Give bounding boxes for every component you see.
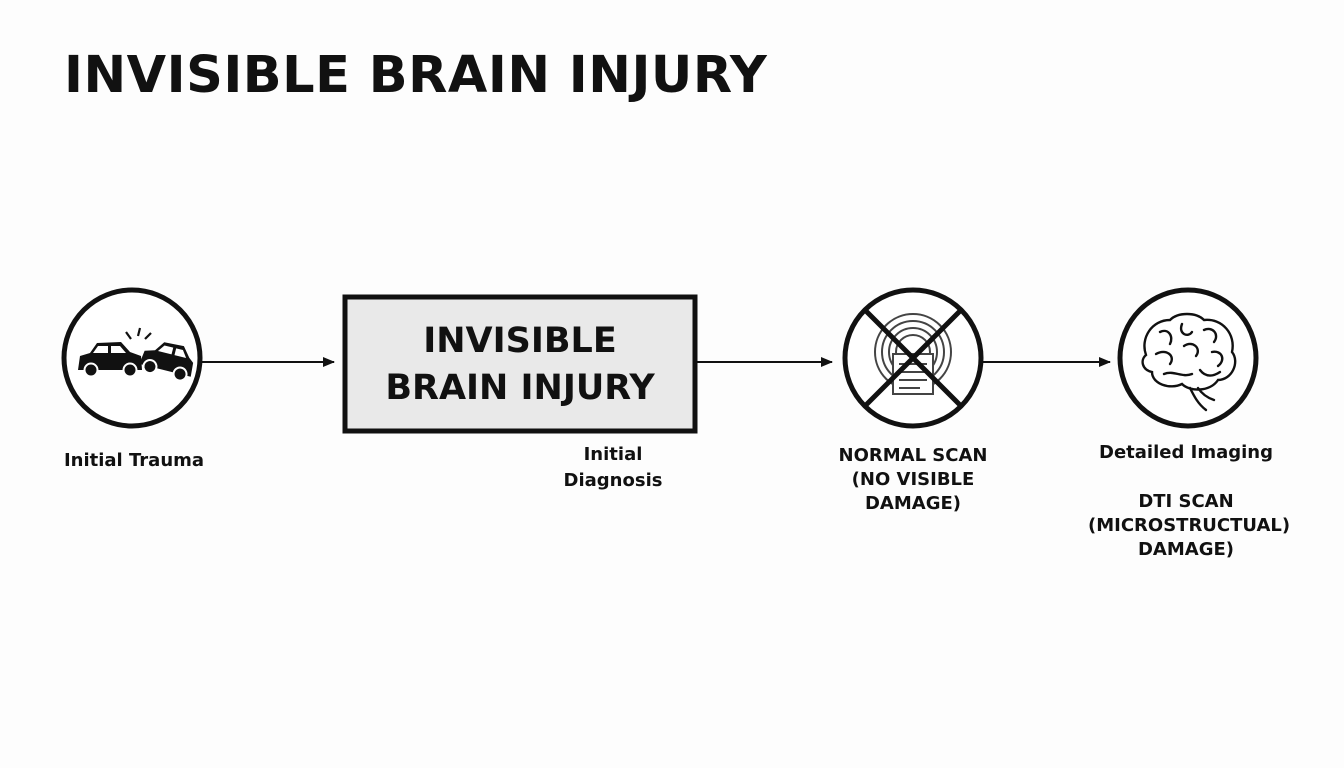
car-crash-icon [78,327,194,382]
diagnosis-box-line-1: INVISIBLE [423,321,617,361]
dti-scan-label-line-3: DAMAGE) [1137,539,1234,560]
normal-scan-label-line-1: NORMAL SCAN [838,445,988,466]
diagnosis-box-line-2: BRAIN INJURY [385,368,655,408]
diagnosis-box [342,294,698,434]
diagnosis-label-line-1: Initial [583,444,643,465]
dti-scan-label: DTI SCAN (MICROSTRUCTUAL) DAMAGE) [1088,490,1291,562]
detailed-imaging-label: Detailed Imaging [1099,442,1273,463]
diagnosis-label: Initial Diagnosis [548,442,678,494]
crossed-out-scanner-icon [864,309,962,407]
normal-scan-node [842,287,984,429]
dti-scan-label-line-1: DTI SCAN [1138,491,1234,512]
diagnosis-label-line-2: Diagnosis [563,470,663,491]
detailed-imaging-node [1117,287,1259,429]
brain-icon [1141,312,1237,412]
normal-scan-label-line-2: (NO VISIBLE [851,469,975,490]
diagram-title: INVISIBLE BRAIN INJURY [64,46,768,105]
normal-scan-label: NORMAL SCAN (NO VISIBLE DAMAGE) [823,444,1003,516]
trauma-label: Initial Trauma [63,450,205,471]
dti-scan-label-line-2: (MICROSTRUCTUAL) [1088,515,1291,536]
trauma-node [61,287,203,429]
diagnosis-box-text: INVISIBLE BRAIN INJURY [346,300,694,430]
normal-scan-label-line-3: DAMAGE) [864,493,961,514]
